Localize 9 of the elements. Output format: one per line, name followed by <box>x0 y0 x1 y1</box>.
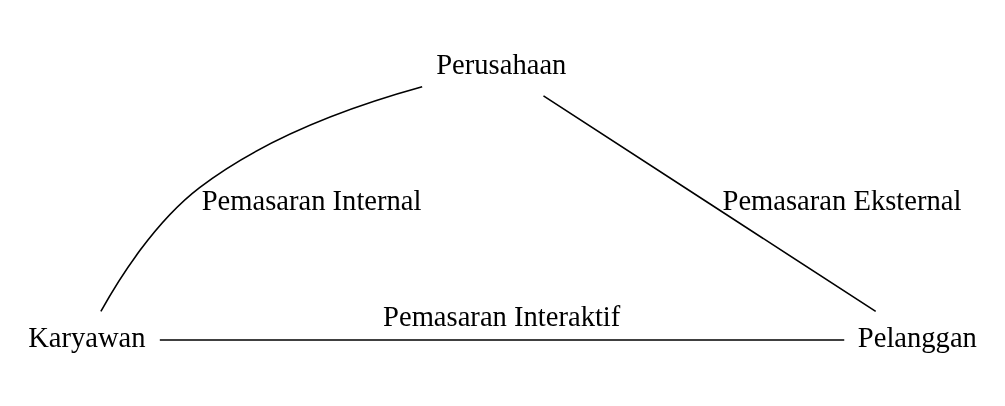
node-text: Perusahaan <box>436 48 567 80</box>
connector <box>159 338 846 341</box>
connector <box>542 94 877 312</box>
edge-label: Pemasaran Interaktif <box>383 300 621 332</box>
edge-label: Pemasaran Eksternal <box>722 184 962 216</box>
connector <box>100 85 423 312</box>
node-text: Karyawan <box>28 321 146 353</box>
edge-label: Pemasaran Internal <box>201 184 422 216</box>
node-text: Pelanggan <box>857 321 977 353</box>
